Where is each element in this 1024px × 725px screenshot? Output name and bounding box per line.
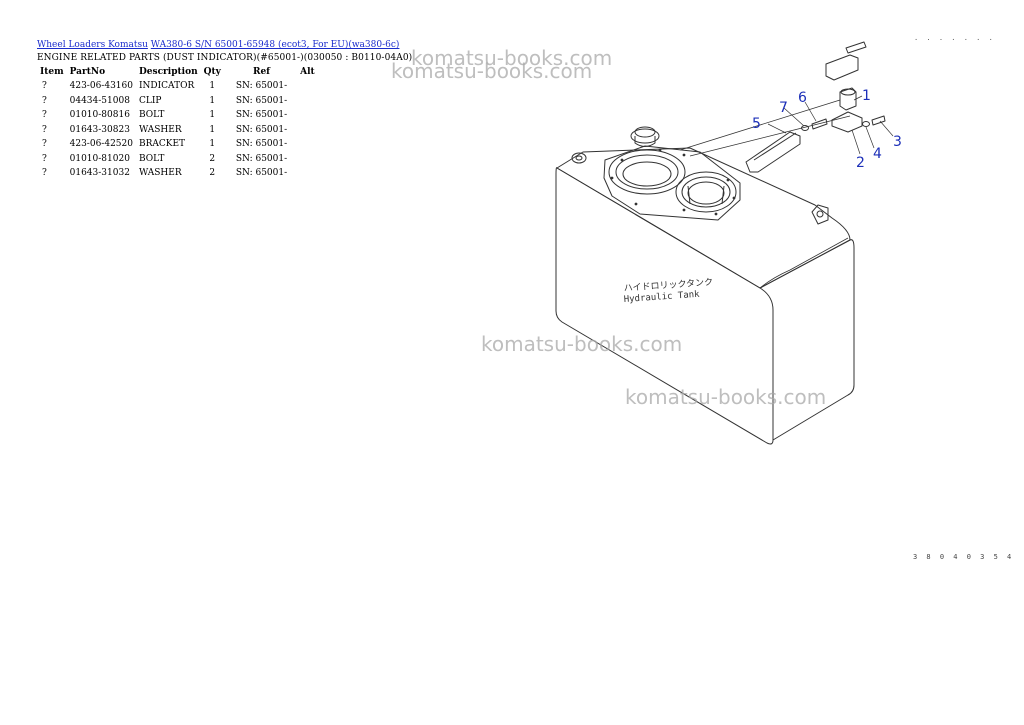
cell-ref: SN: 65001-	[235, 81, 288, 91]
column-header-qty: Qty	[203, 67, 221, 77]
cell-partno: 01643-30823	[69, 124, 130, 135]
table-row: ? 04434-51008 CLIP 1 SN: 65001-	[37, 95, 318, 110]
callout-6: 6	[798, 90, 807, 106]
clip-part	[831, 111, 863, 133]
mounting-plate	[825, 54, 859, 81]
top-marks: . . . . . . .	[914, 34, 995, 42]
cell-description: WASHER	[138, 124, 182, 135]
callout-4: 4	[873, 146, 882, 162]
leader-line	[679, 99, 841, 151]
left-opening	[608, 149, 686, 195]
cell-description: BOLT	[138, 153, 165, 164]
cell-item: ?	[42, 124, 47, 135]
washer-part-7	[801, 125, 809, 131]
tank-front-face	[555, 167, 774, 445]
top-flange-plate	[603, 145, 741, 221]
column-header-partno: PartNo	[69, 67, 106, 77]
cell-qty: 1	[209, 139, 216, 149]
table-header-row: Item PartNo Description Qty Ref Alt	[37, 66, 318, 80]
cell-qty: 1	[209, 110, 216, 120]
table-row: ? 01010-81020 BOLT 2 SN: 65001-	[37, 153, 318, 168]
cell-item: ?	[42, 81, 47, 91]
cell-qty: 1	[209, 81, 216, 91]
cell-partno: 04434-51008	[69, 95, 130, 106]
callout-7: 7	[779, 100, 788, 116]
table-row: ? 01010-80816 BOLT 1 SN: 65001-	[37, 109, 318, 124]
cell-item: ?	[42, 168, 47, 178]
tank-top-face	[556, 147, 851, 289]
cell-partno: 01010-81020	[69, 153, 130, 164]
cell-description: WASHER	[138, 168, 182, 178]
table-row: ? 423-06-43160 INDICATOR 1 SN: 65001-	[37, 80, 318, 95]
left-lug	[571, 152, 587, 164]
table-row: ? 423-06-42520 BRACKET 1 SN: 65001-	[37, 138, 318, 153]
page-title: ENGINE RELATED PARTS (DUST INDICATOR)(#6…	[37, 53, 413, 63]
right-lug	[811, 204, 829, 225]
column-header-item: Item	[40, 67, 64, 77]
bolt-part-3	[871, 115, 886, 126]
bracket-part	[745, 131, 801, 173]
callout-5: 5	[752, 116, 761, 132]
table-row: ? 01643-30823 WASHER 1 SN: 65001-	[37, 124, 318, 139]
breadcrumb-link-category[interactable]: Wheel Loaders Komatsu	[37, 40, 148, 50]
cell-qty: 1	[209, 124, 216, 135]
cell-item: ?	[42, 95, 47, 106]
cell-ref: SN: 65001-	[235, 95, 288, 106]
callout-1: 1	[862, 88, 871, 104]
figure-code: 3 8 0 4 0 3 5 4	[913, 553, 1014, 561]
right-opening	[675, 171, 737, 213]
cell-item: ?	[42, 153, 47, 164]
breadcrumb-link-model[interactable]: WA380-6 S/N 65001-65948 (ecot3, For EU)(…	[150, 40, 400, 50]
cell-ref: SN: 65001-	[235, 124, 288, 135]
callout-3: 3	[893, 134, 902, 150]
cell-ref: SN: 65001-	[235, 139, 288, 149]
cell-partno: 01010-80816	[69, 110, 130, 120]
column-header-alt: Alt	[300, 67, 315, 77]
cell-partno: 01643-31032	[69, 168, 130, 178]
cell-item: ?	[42, 110, 47, 120]
cell-qty: 2	[209, 168, 216, 178]
parts-table: Item PartNo Description Qty Ref Alt ? 42…	[37, 66, 318, 182]
column-header-description: Description	[138, 67, 198, 77]
tank-side-face	[759, 239, 855, 441]
cell-description: BOLT	[138, 110, 165, 120]
cell-item: ?	[42, 139, 47, 149]
top-bolt	[845, 41, 867, 54]
breadcrumb: Wheel Loaders Komatsu WA380-6 S/N 65001-…	[37, 40, 399, 50]
cell-description: INDICATOR	[138, 81, 195, 91]
cell-description: BRACKET	[138, 139, 186, 149]
indicator-part	[839, 87, 857, 111]
cell-qty: 1	[209, 95, 216, 106]
bolt-part-6	[811, 118, 828, 130]
cell-qty: 2	[209, 153, 216, 164]
callout-2: 2	[856, 155, 865, 171]
filler-cap	[630, 128, 660, 144]
table-row: ? 01643-31032 WASHER 2 SN: 65001-	[37, 167, 318, 182]
cell-partno: 423-06-42520	[69, 139, 133, 149]
cell-ref: SN: 65001-	[235, 110, 288, 120]
cell-ref: SN: 65001-	[235, 153, 288, 164]
washer-part-4	[862, 121, 870, 127]
cell-partno: 423-06-43160	[69, 81, 133, 91]
cell-ref: SN: 65001-	[235, 168, 288, 178]
column-header-ref: Ref	[252, 67, 271, 77]
cell-description: CLIP	[138, 95, 162, 106]
